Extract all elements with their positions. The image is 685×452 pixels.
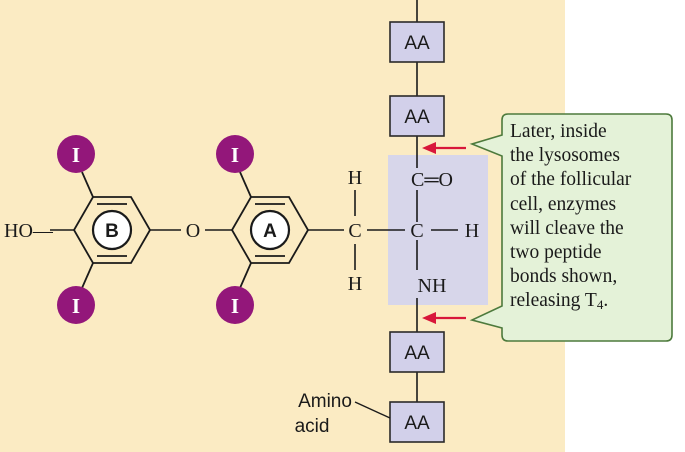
callout-line-7: bonds shown, [510, 266, 618, 288]
callout-line-3: of the follicular [510, 169, 632, 191]
ring-a-label: A [263, 221, 277, 242]
carbonyl-group: C═O [411, 169, 453, 191]
peptide-bond-arrow-top [422, 142, 466, 154]
callout-line-4: cell, enzymes [510, 193, 617, 215]
ring-a-circle [249, 209, 291, 251]
ch2-carbon: C [348, 220, 361, 242]
callout-text: Later, inside the lysosomes of the folli… [502, 114, 670, 340]
aa-box-2: AA [389, 95, 445, 137]
aa-box-4: AA [389, 401, 445, 443]
callout-line-6: two peptide [510, 242, 602, 264]
ch2-bonds [354, 190, 458, 270]
amine-group: NH [418, 275, 447, 297]
callout-t4-subscript: 4 [596, 297, 604, 313]
ch2-h-bottom: H [348, 273, 362, 295]
callout-line-5: will cleave the [510, 217, 624, 239]
aa-box-1-label: AA [404, 33, 430, 54]
iodine-label: I [231, 143, 239, 167]
iodine-bonds [81, 171, 252, 289]
aa-box-1: AA [389, 21, 445, 63]
callout-line-2: the lysosomes [510, 145, 620, 167]
aa-box-3-label: AA [404, 343, 430, 364]
callout-shape [469, 113, 673, 342]
callout-line-8-text: releasing T [510, 290, 597, 312]
callout-line-1: Later, inside [510, 121, 607, 142]
iodine-label: I [231, 294, 239, 318]
iodine-atom-a-top: I [216, 135, 254, 173]
iodine-atom-b-top: I [57, 135, 95, 173]
alpha-hydrogen: H [465, 220, 479, 242]
ether-oxygen: O [186, 220, 200, 242]
iodine-atom-a-bottom: I [216, 286, 254, 324]
hydroxyl-label: HO— [4, 220, 54, 242]
ring-b-circle [91, 209, 133, 251]
amino-acid-pointer-line [354, 401, 391, 419]
callout-line-8-end: . [603, 290, 609, 312]
aa-box-2-label: AA [404, 107, 430, 128]
callout-line-8: releasing T4. [510, 289, 662, 313]
aa-box-3: AA [389, 331, 445, 373]
iodine-label: I [72, 294, 80, 318]
amino-acid-label-line1: Amino [298, 391, 352, 412]
iodine-label: I [72, 143, 80, 167]
ring-b-label: B [105, 221, 119, 242]
alpha-carbon: C [410, 220, 423, 242]
ch2-h-top: H [348, 167, 362, 189]
iodine-atom-b-bottom: I [57, 286, 95, 324]
peptide-bond-arrow-bottom [422, 312, 466, 324]
amino-acid-label-line2: acid [295, 416, 330, 437]
aa-box-4-label: AA [404, 413, 430, 434]
